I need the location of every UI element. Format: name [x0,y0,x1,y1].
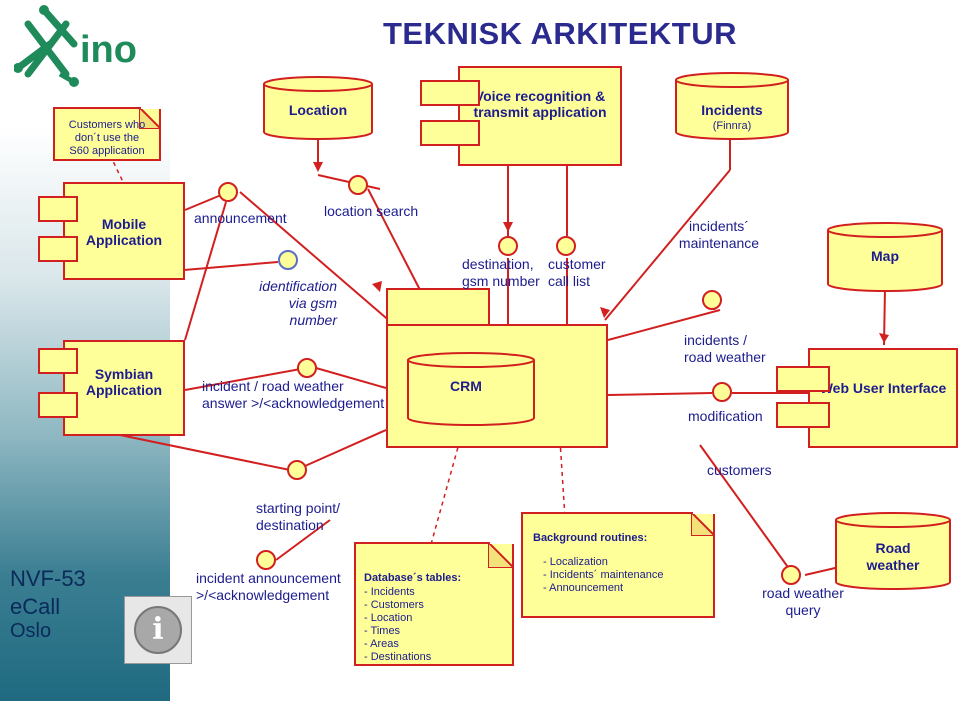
note-database-tables: Database´s tables: - Incidents - Custome… [354,542,514,666]
crm-label: CRM [450,378,482,394]
road-weather-label: Road weather [866,540,920,573]
database-tables-title: Database´s tables: [364,572,462,584]
voice-recognition-label: Voice recognition & transmit application [473,88,607,120]
road-weather-query-label: road weather query [762,585,844,618]
component-map: Map [826,222,944,292]
crm-database: CRM [406,352,536,426]
web-user-interface-label: Web User Interface [819,380,947,396]
interface-incidents-maintenance-circle [702,290,722,310]
customers-label: customers [707,462,772,478]
announcement-label: announcement [194,210,287,226]
incidents-label: Incidents [701,102,763,118]
interface-modification-circle [712,382,732,402]
component-road-weather: Road weather [834,512,952,590]
info-icon[interactable]: i [124,596,192,664]
starting-point-label: starting point/ destination [256,500,341,533]
footer-line-3: Oslo [10,620,52,642]
component-symbian-application: Symbian Application [63,340,185,436]
interface-announcement-circle [218,182,238,202]
database-table-1: - Customers [364,599,424,611]
incidents-maintenance-label: incidents´ maintenance [678,218,760,251]
interface-identification-circle [278,250,298,270]
identification-label: identification via gsm number [259,278,337,328]
incident-answer-label: incident / road weather answer >/<acknow… [202,378,385,411]
symbian-tab-1 [38,348,78,374]
interface-starting-point-circle [287,460,307,480]
location-search-label: location search [324,203,419,219]
map-label: Map [871,248,899,264]
xino-logo: ino [13,4,174,90]
symbian-tab-2 [38,392,78,418]
footer-line-2: eCall [10,594,61,619]
component-location: Location [262,76,374,140]
note-customers-text: Customers who don´t use the S60 applicat… [68,119,146,157]
interface-customer-call-list-circle [556,236,576,256]
symbian-application-label: Symbian Application [85,366,163,398]
note-customers-without-s60: Customers who don´t use the S60 applicat… [53,107,161,161]
background-routines-title: Background routines: [533,532,648,544]
incidents-road-weather-label: incidents / road weather [684,332,766,365]
background-routine-1: - Incidents´ maintenance [543,569,664,581]
interface-road-weather-query-circle [781,565,801,585]
component-voice-recognition: Voice recognition & transmit application [458,66,622,166]
incident-announcement-label: incident announcement >/<acknowledgement [196,570,341,603]
info-glyph: i [134,606,182,654]
voice-tab-2 [420,120,480,146]
mobile-application-label: Mobile Application [85,216,163,248]
mobile-tab-1 [38,196,78,222]
database-table-4: - Areas [364,638,399,650]
database-table-3: - Times [364,625,401,637]
incidents-sub-label: (Finnra) [712,120,752,132]
voice-tab-1 [420,80,480,106]
location-label: Location [288,102,348,118]
crm-tab [386,288,490,326]
note-background-routines: Background routines: - Localization - In… [521,512,715,618]
component-mobile-application: Mobile Application [63,182,185,280]
web-tab-1 [776,366,830,392]
component-incidents: Incidents (Finnra) [674,72,790,140]
interface-location-search-circle [348,175,368,195]
web-tab-2 [776,402,830,428]
modification-label: modification [688,408,763,424]
destination-gsm-label: destination, gsm number [462,256,540,289]
interface-incident-announcement-circle [256,550,276,570]
interface-destination-circle [498,236,518,256]
background-routine-0: - Localization [543,556,608,568]
mobile-tab-2 [38,236,78,262]
background-routine-2: - Announcement [543,582,624,594]
interface-incident-answer-circle [297,358,317,378]
logo-text: ino [80,29,137,71]
footer-line-1: NVF-53 [10,566,86,591]
customer-call-list-label: customer call list [548,256,606,289]
database-table-0: - Incidents [364,586,415,598]
database-table-5: - Destinations [364,651,432,663]
page-title: TEKNISK ARKITEKTUR [382,16,737,51]
database-table-2: - Location [364,612,413,624]
component-web-user-interface: Web User Interface [808,348,958,448]
